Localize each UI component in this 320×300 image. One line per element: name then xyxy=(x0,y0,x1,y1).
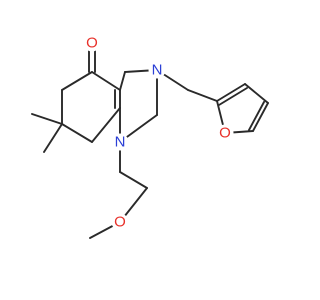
atom-label-n1: N xyxy=(115,134,126,151)
atom-label-n1-background xyxy=(111,133,129,151)
bond-f4-f5-double xyxy=(248,101,265,131)
atom-label-o-ketone: O xyxy=(86,35,98,52)
bond-c7-me2 xyxy=(43,123,63,153)
bond-f2-f3 xyxy=(216,83,246,102)
bond-c7-me1 xyxy=(31,113,63,125)
atom-label-o-methoxy: O xyxy=(114,214,126,231)
atom-label-o-furan-background xyxy=(216,124,234,142)
bond-c5-c6 xyxy=(61,71,93,91)
atom-label-o-ketone-background xyxy=(83,34,101,52)
bond-e1-e2 xyxy=(119,171,148,189)
bond-f2-f3-double xyxy=(218,87,248,106)
bond-ch2-f2 xyxy=(187,89,218,102)
atoms-group: O N N O O xyxy=(83,34,234,231)
bond-f3-f4 xyxy=(244,83,269,104)
bond-c5-c4a xyxy=(91,71,121,91)
atom-label-o-methoxy-background xyxy=(111,213,129,231)
atom-label-n3: N xyxy=(152,62,163,79)
bond-c7-c8 xyxy=(61,123,93,143)
bond-c8-c8a xyxy=(91,107,121,143)
bonds-group xyxy=(31,42,269,239)
bond-c4a-c4 xyxy=(119,71,126,91)
bond-f4-f5 xyxy=(252,102,269,132)
atom-label-o-furan: O xyxy=(219,125,231,142)
atom-label-n3-background xyxy=(148,61,166,79)
molecule-structure: O N N O O xyxy=(31,34,269,239)
